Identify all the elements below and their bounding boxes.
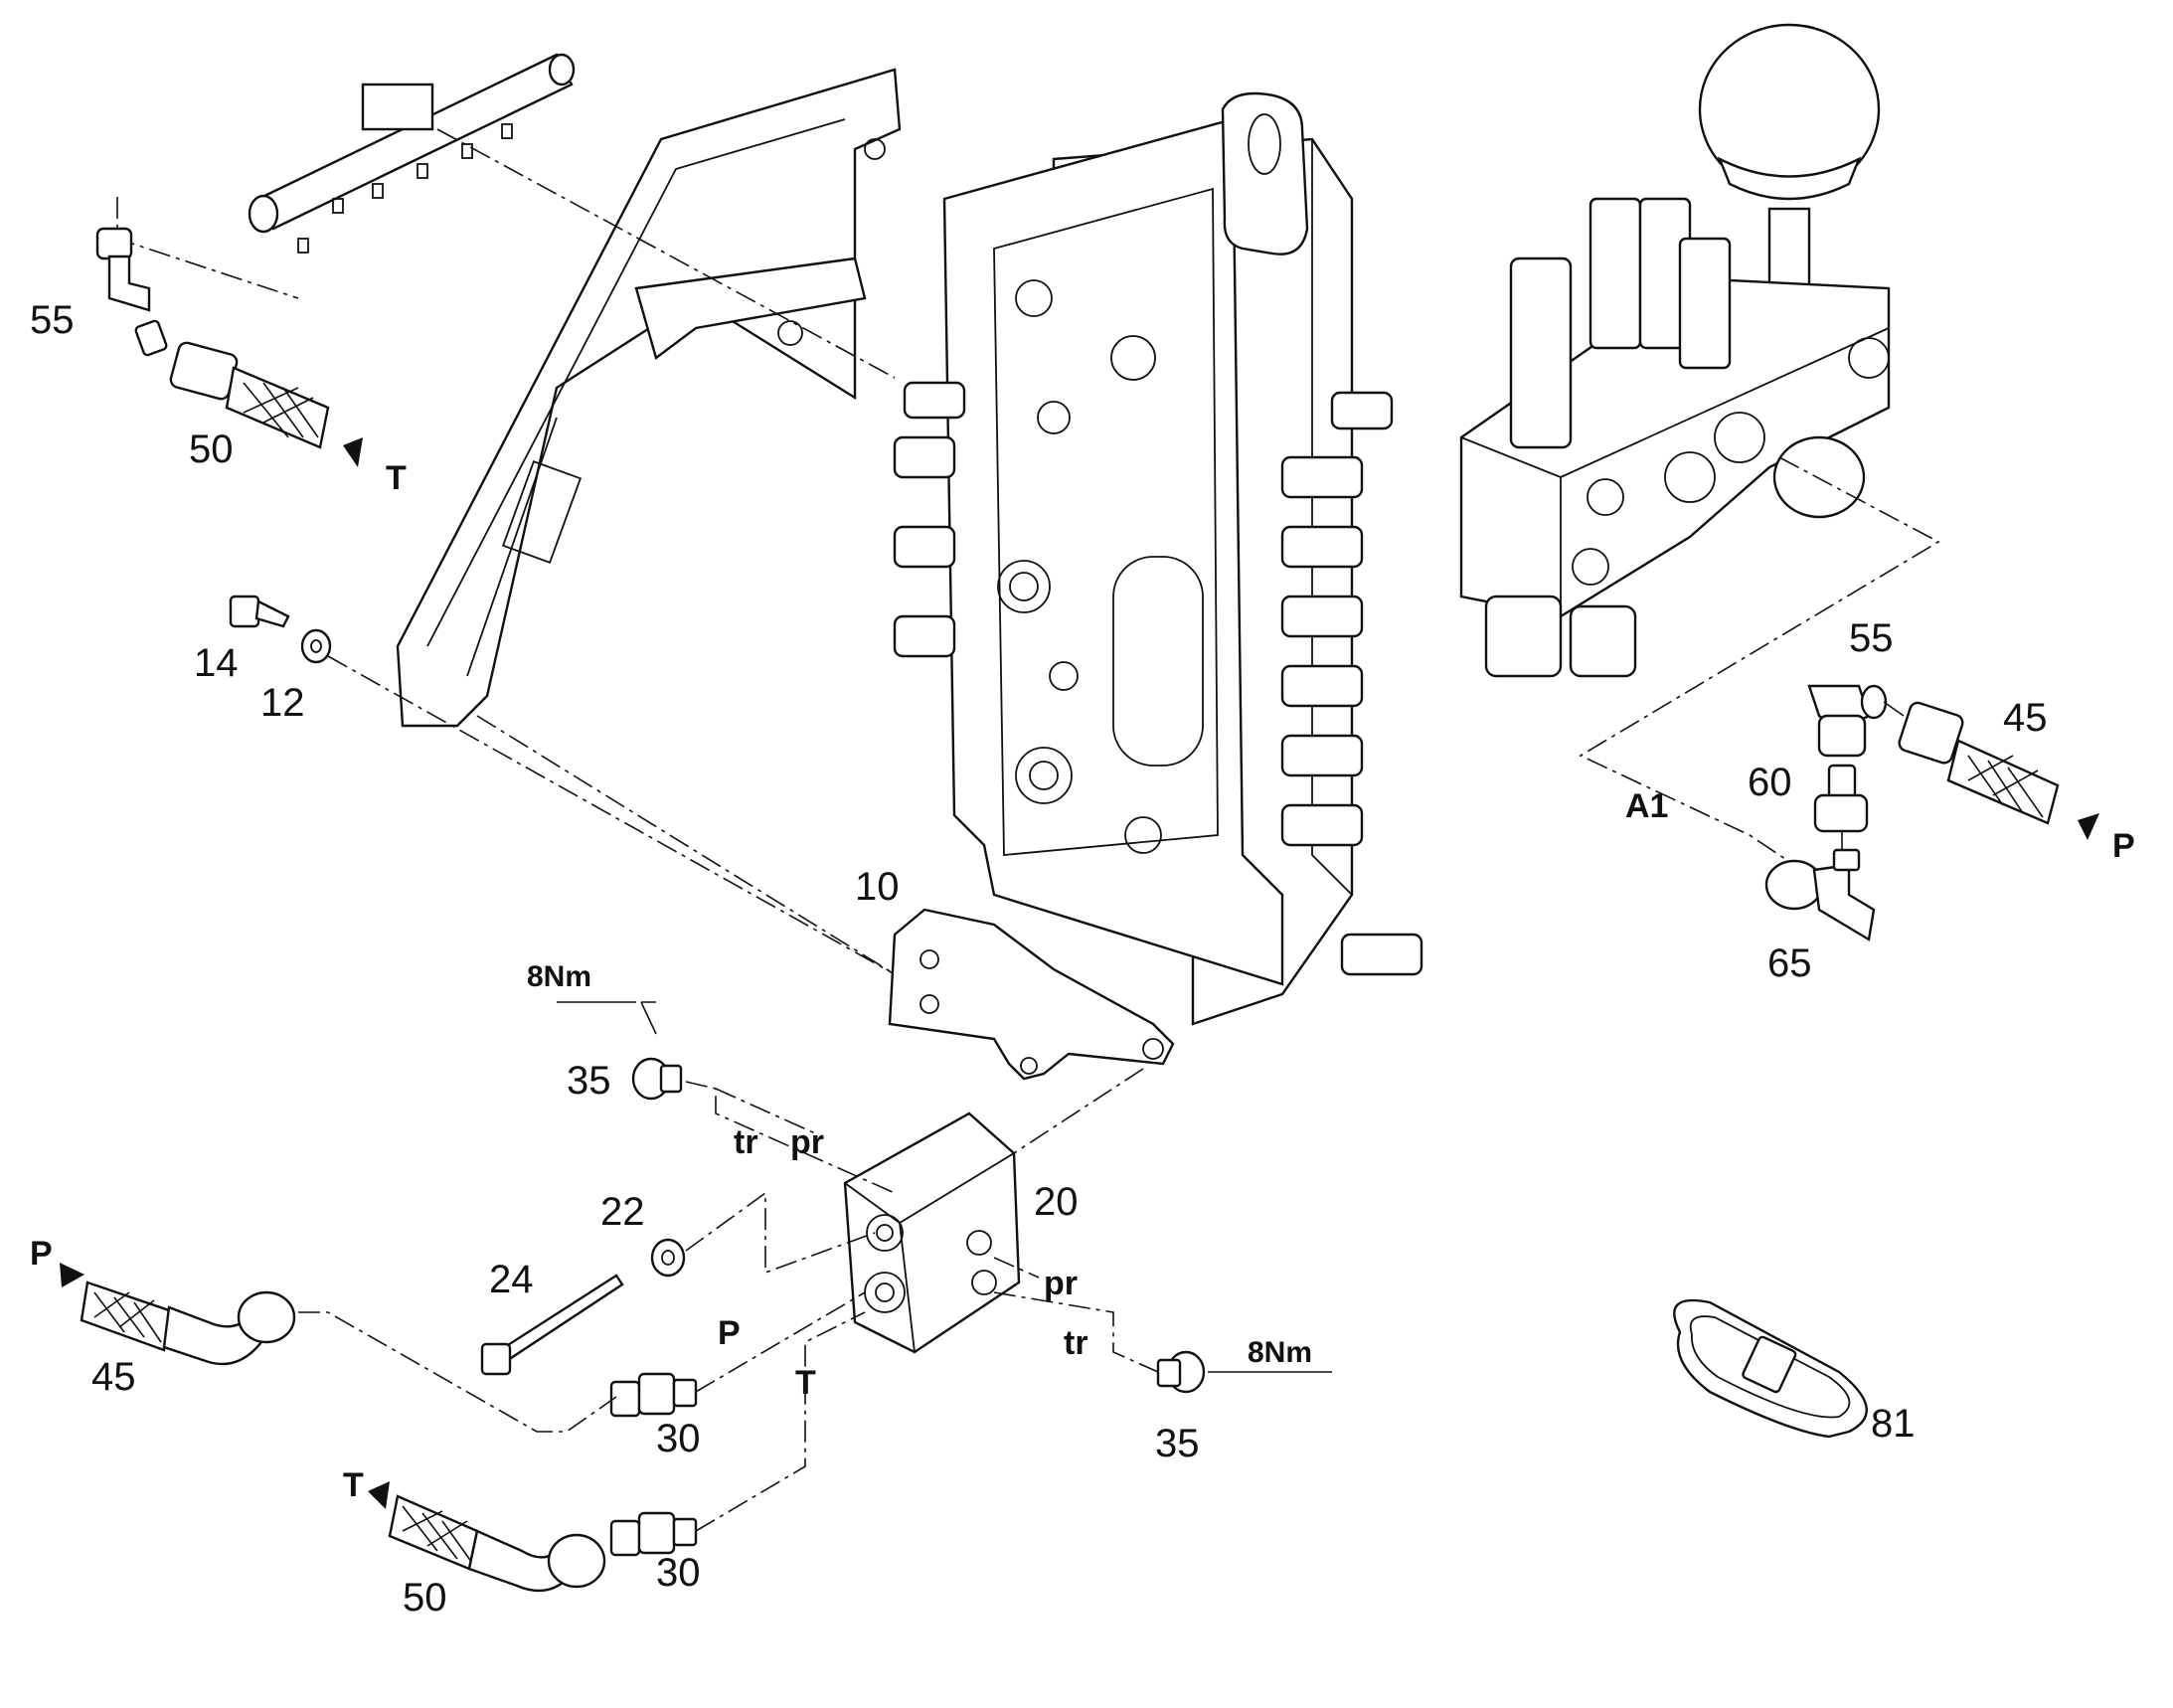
callout-30-lower: 30: [656, 1551, 701, 1595]
flow-arrow-t-top: [343, 437, 363, 467]
washer-22: [650, 1238, 686, 1278]
port-label-t-top: T: [386, 459, 407, 497]
flow-arrow-p-left: [60, 1263, 84, 1287]
bolt-14: [229, 595, 290, 628]
hose-45-left: [80, 1281, 296, 1366]
port-label-pr-side: pr: [1044, 1265, 1078, 1302]
port-label-p-mid: P: [718, 1314, 741, 1352]
subplate-block-20: [843, 1111, 1021, 1354]
bracket-10: [888, 908, 1175, 1081]
port-label-pr-top: pr: [790, 1123, 824, 1161]
hose-clamp-81: [1673, 1298, 1868, 1439]
priority-valve-bank: [1459, 23, 1891, 678]
port-label-t-bottom: T: [343, 1466, 364, 1504]
callout-20: 20: [1034, 1180, 1079, 1224]
hose-50-bottom: [388, 1494, 606, 1593]
callout-55-right: 55: [1849, 616, 1894, 660]
callout-50-bottom: 50: [403, 1576, 447, 1620]
torque-label-lower: 8Nm: [1248, 1336, 1312, 1369]
flow-arrow-t-bottom: [368, 1481, 390, 1509]
callout-60: 60: [1748, 761, 1792, 804]
callout-14: 14: [194, 641, 239, 685]
adapter-30-lower: [609, 1511, 698, 1557]
adapter-60: [1813, 764, 1869, 833]
hose-45-right: [1898, 701, 2060, 825]
tee-fitting-65: [1764, 848, 1876, 941]
bolt-24: [480, 1274, 624, 1376]
callout-10: 10: [855, 865, 900, 909]
port-label-a1: A1: [1625, 787, 1668, 825]
port-label-p-left: P: [30, 1235, 53, 1273]
callout-12: 12: [260, 681, 305, 725]
callout-50-top: 50: [189, 427, 234, 471]
port-label-tr-top: tr: [734, 1123, 758, 1161]
callout-45-right: 45: [2003, 696, 2048, 740]
spool-sections: [1280, 391, 1423, 976]
hose-50-top: [169, 341, 330, 449]
callout-55-top: 55: [30, 298, 75, 342]
plug-35-lower: [1156, 1350, 1206, 1394]
port-label-p-right: P: [2112, 827, 2135, 865]
distribution-manifold: [248, 53, 576, 254]
mounting-frame: [396, 68, 902, 728]
callout-45-left: 45: [91, 1355, 136, 1399]
port-label-t-mid: T: [795, 1364, 816, 1402]
callout-81: 81: [1871, 1402, 1916, 1446]
washer-12: [300, 628, 332, 664]
port-label-tr-side: tr: [1064, 1324, 1088, 1362]
flow-arrow-p-right: [2078, 813, 2099, 840]
callout-35-lower: 35: [1155, 1422, 1200, 1465]
elbow-fitting-55-top: [95, 227, 168, 357]
control-valve-block: [893, 91, 1423, 1026]
adapter-30-upper: [609, 1372, 698, 1418]
elbow-fitting-55-right: [1807, 684, 1888, 758]
callout-35-upper: 35: [567, 1059, 611, 1103]
callout-30-upper: 30: [656, 1417, 701, 1460]
torque-label-upper: 8Nm: [527, 960, 591, 993]
callout-65: 65: [1767, 941, 1812, 985]
callout-22: 22: [600, 1190, 645, 1234]
callout-24: 24: [489, 1258, 534, 1301]
plug-35-upper: [631, 1057, 683, 1101]
